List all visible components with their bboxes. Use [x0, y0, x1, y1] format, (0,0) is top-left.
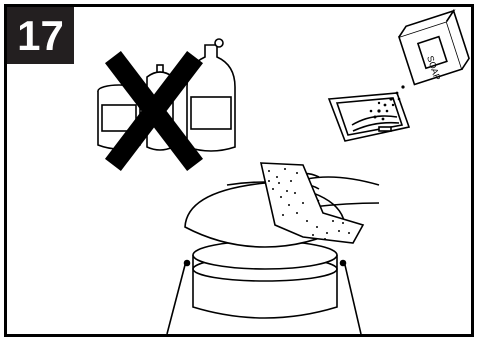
instruction-step-panel: 17 [4, 4, 474, 337]
soap-and-water-icon [329, 11, 471, 141]
cleaning-illustration: SOAP [7, 7, 471, 334]
